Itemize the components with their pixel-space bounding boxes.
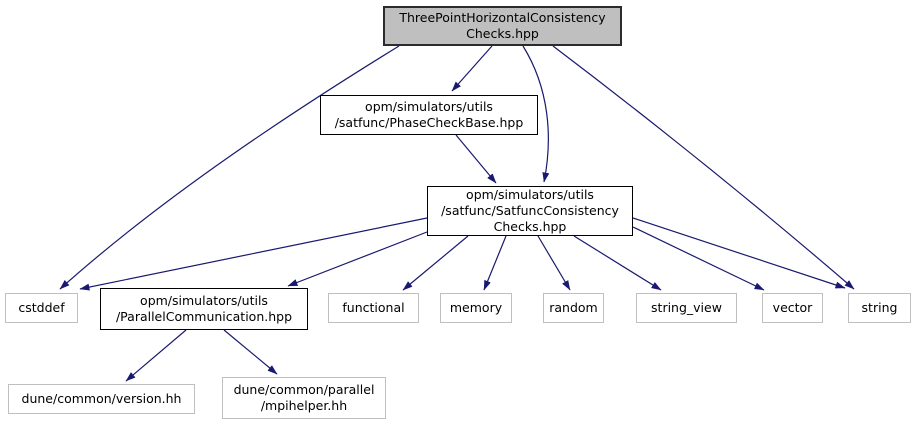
node-random: random (543, 293, 604, 323)
edge-main-to-string (552, 45, 855, 290)
edge-parallelcommunication-to-dune_mpihelper (223, 329, 278, 375)
edge-satfuncconsistencychecks-to-memory (483, 235, 507, 291)
node-phasecheckbase[interactable]: opm/simulators/utils /satfunc/PhaseCheck… (320, 95, 538, 135)
edge-satfuncconsistencychecks-to-string_view (573, 235, 662, 291)
edge-satfuncconsistencychecks-to-functional (402, 235, 469, 291)
edge-main-to-phasecheckbase (451, 45, 493, 92)
node-functional: functional (328, 293, 419, 323)
edge-satfuncconsistencychecks-to-vector (632, 226, 765, 291)
edge-satfuncconsistencychecks-to-string (632, 217, 846, 289)
edge-phasecheckbase-to-satfuncconsistencychecks (455, 134, 497, 184)
node-cstddef: cstddef (5, 293, 78, 323)
node-memory: memory (440, 293, 512, 323)
node-vector: vector (762, 293, 823, 323)
node-string: string (848, 293, 911, 323)
edge-main-to-cstddef (59, 45, 400, 290)
node-parallelcommunication[interactable]: opm/simulators/utils /ParallelCommunicat… (100, 288, 308, 330)
node-string_view: string_view (636, 293, 737, 323)
edge-satfuncconsistencychecks-to-random (537, 235, 571, 291)
edge-satfuncconsistencychecks-to-parallelcommunication (287, 231, 428, 287)
edge-parallelcommunication-to-dune_version (125, 329, 187, 382)
node-dune-mpihelper: dune/common/parallel /mpihelper.hh (222, 377, 386, 419)
edge-main-to-satfuncconsistencychecks (522, 45, 550, 183)
node-satfuncconsistencychecks[interactable]: opm/simulators/utils /satfunc/SatfuncCon… (427, 186, 633, 236)
edge-satfuncconsistencychecks-to-cstddef (79, 217, 428, 291)
node-threepointhorizontalconsistencychecks: ThreePointHorizontalConsistency Checks.h… (383, 6, 622, 46)
node-dune-version: dune/common/version.hh (8, 384, 195, 414)
